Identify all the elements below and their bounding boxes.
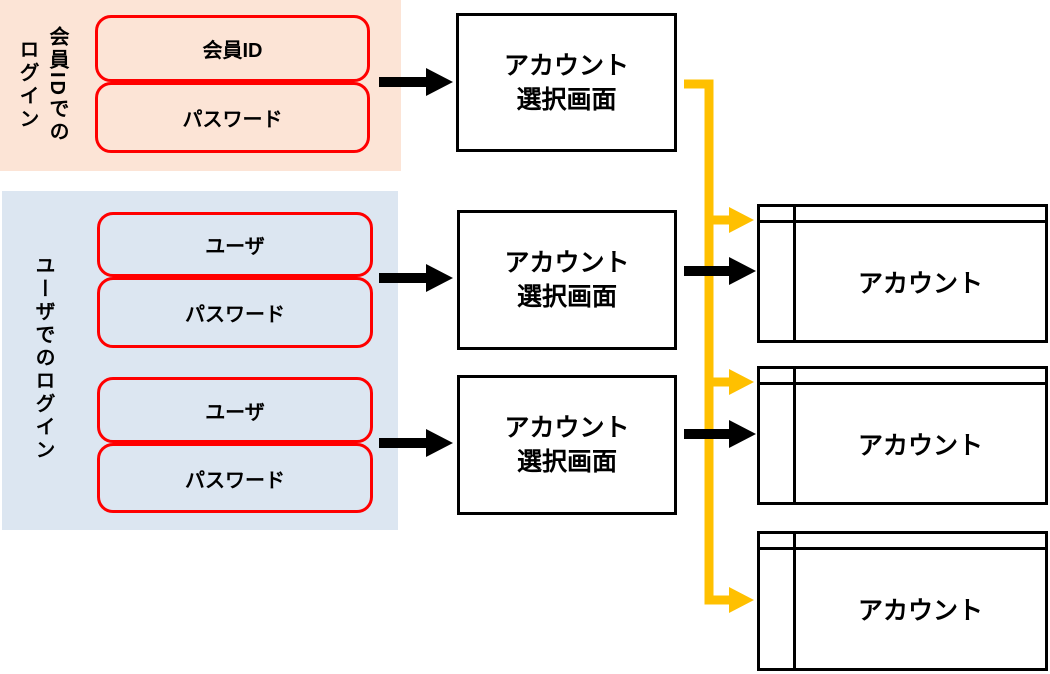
member-id-field: 会員ID [95,15,370,82]
account-selection-screen-2: アカウント 選択画面 [457,210,677,350]
account-box-1-header-divider [760,220,1045,223]
user-login-panel-title: ユーザでのログイン [32,254,54,462]
account-box-2-left-divider [793,369,796,502]
arrow-screen-2-to-account-1 [684,257,756,285]
account-box-1-left-divider [793,207,796,340]
account-selection-screen-1: アカウント 選択画面 [456,13,677,152]
user-login-panel: ユーザでのログイン ユーザ パスワード ユーザ パスワード [2,191,398,530]
account-box-2: アカウント [757,366,1048,505]
yellow-arrowhead-account-2 [729,369,754,395]
member-login-panel-title: 会員IDでの ログイン [16,26,68,144]
yellow-branch-account-2 [709,369,754,395]
user-password-field-1: パスワード [97,277,373,348]
account-box-2-label: アカウント [857,431,983,460]
account-box-3-label: アカウント [857,597,983,625]
yellow-flow-trunk [684,79,754,613]
yellow-arrowhead-account-3 [729,587,754,613]
account-selection-screen-3: アカウント 選択画面 [457,375,677,515]
yellow-arrowhead-account-1 [729,207,754,233]
arrow-screen-3-to-account-2 [684,420,756,448]
account-box-1: アカウント [757,204,1048,343]
member-password-field: パスワード [95,82,370,153]
yellow-branch-account-1 [709,207,754,233]
account-box-2-header-divider [760,382,1045,385]
account-box-3: アカウント [757,531,1048,671]
member-login-panel: 会員IDでの ログイン 会員ID パスワード [0,0,401,171]
user-password-field-2: パスワード [97,443,373,513]
account-box-3-header-divider [760,547,1045,550]
account-box-3-left-divider [793,534,796,668]
user-field-1: ユーザ [97,212,373,277]
user-field-2: ユーザ [97,377,373,443]
account-box-1-label: アカウント [857,269,983,298]
